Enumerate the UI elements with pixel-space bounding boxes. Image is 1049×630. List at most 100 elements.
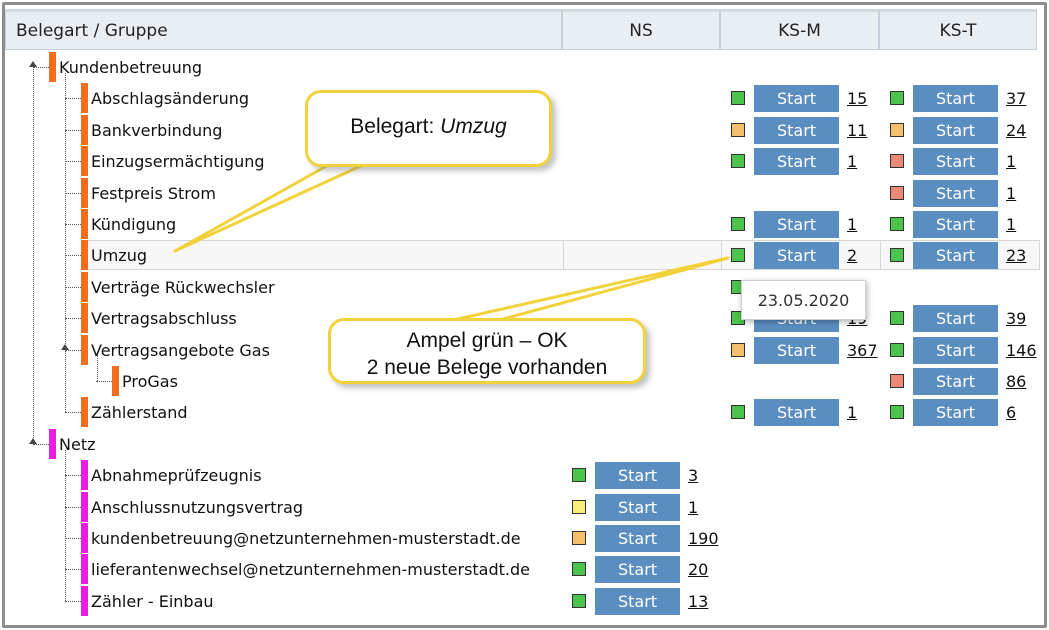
start-button[interactable]: Start [913, 85, 998, 113]
start-button[interactable]: Start [913, 211, 998, 238]
column-header-kst[interactable]: KS-T [879, 9, 1037, 50]
tree-connector [33, 443, 55, 445]
document-count-link[interactable]: 20 [688, 560, 709, 580]
document-count-link[interactable]: 2 [847, 246, 858, 266]
document-count-link[interactable]: 24 [1006, 120, 1027, 140]
start-button[interactable]: Start [595, 587, 680, 615]
tree-row[interactable]: kundenbetreuung@netzunternehmen-musterst… [0, 523, 1049, 553]
tooltip-text: 23.05.2020 [757, 291, 850, 310]
start-button[interactable]: Start [913, 179, 998, 207]
tree-row[interactable]: Zählerstand Start 1 Start 6 [0, 397, 1049, 428]
document-count-link[interactable]: 1 [1006, 183, 1017, 203]
tree-connector [65, 224, 87, 225]
start-button[interactable]: Start [754, 336, 839, 364]
document-count-link[interactable]: 190 [688, 529, 719, 548]
group-color-bar [81, 114, 88, 145]
tree-row[interactable]: VertragsabschlussStart19Start39 [0, 303, 1049, 334]
start-button[interactable]: Start [595, 462, 680, 490]
status-light-green-icon [572, 562, 586, 577]
group-color-bar [81, 554, 88, 585]
document-count-link[interactable]: 1 [847, 215, 858, 234]
start-button[interactable]: Start [754, 116, 839, 144]
tree-row[interactable]: Festpreis Strom Start 1 [0, 177, 1049, 208]
column-header-kst-label: KS-T [939, 20, 977, 41]
column-header-ksm[interactable]: KS-M [720, 9, 879, 50]
column-header-group[interactable]: Belegart / Gruppe [5, 9, 562, 50]
document-count-link[interactable]: 39 [1006, 309, 1027, 329]
tree-root-line [33, 62, 34, 444]
tree-connector [65, 569, 87, 571]
start-button[interactable]: Start [754, 211, 839, 238]
tree-group-row[interactable]: Kundenbetreuung [0, 52, 1049, 82]
group-color-bar [81, 240, 88, 271]
document-count-link[interactable]: 13 [688, 591, 709, 611]
document-count-link[interactable]: 1 [847, 152, 858, 172]
start-button[interactable]: Start [754, 399, 839, 427]
tree-row[interactable]: lieferantenwechsel@netzunternehmen-muste… [0, 554, 1049, 585]
tree-connector [96, 381, 118, 382]
group-color-bar [81, 303, 88, 334]
callout-ampel-line2: 2 neue Belege vorhanden [366, 356, 608, 379]
start-button[interactable]: Start [913, 368, 998, 395]
column-header-group-label: Belegart / Gruppe [16, 20, 168, 41]
start-button[interactable]: Start [595, 493, 680, 521]
tree-row-label: Bankverbindung [91, 120, 223, 140]
start-button[interactable]: Start [913, 399, 998, 427]
status-light-red-icon [890, 185, 904, 200]
tree-row-label: Kundenbetreuung [59, 58, 203, 77]
document-count-link[interactable]: 86 [1006, 372, 1027, 391]
start-button[interactable]: Start [913, 116, 998, 144]
tree-connector [65, 161, 87, 163]
document-count-link[interactable]: 367 [847, 340, 878, 360]
status-light-green-icon [890, 217, 904, 231]
group-color-bar [112, 366, 119, 396]
document-count-link[interactable]: 15 [847, 89, 868, 109]
document-count-link[interactable]: 3 [688, 466, 699, 486]
document-count-link[interactable]: 1 [1006, 215, 1017, 234]
document-count-link[interactable]: 23 [1006, 246, 1027, 266]
tree-row[interactable]: ProGas Start 86 [0, 366, 1049, 396]
start-button[interactable]: Start [754, 85, 839, 113]
tree-group-row[interactable]: Netz [0, 428, 1049, 459]
row-cell-separator [880, 240, 881, 271]
document-count-link[interactable]: 37 [1006, 89, 1027, 109]
start-button[interactable]: Start [913, 242, 998, 270]
start-button[interactable]: Start [754, 242, 839, 270]
document-count-link[interactable]: 1 [1006, 152, 1017, 172]
tree-row-label: Festpreis Strom [91, 183, 216, 203]
start-button[interactable]: Start [595, 556, 680, 584]
group-color-bar [81, 209, 88, 239]
status-light-green-icon [890, 311, 904, 326]
start-button[interactable]: Start [913, 305, 998, 333]
tree-branch-line-netz [65, 449, 66, 601]
tree-connector [65, 349, 87, 351]
document-count-link[interactable]: 6 [1006, 403, 1017, 423]
tree-row-label: Zählerstand [91, 403, 188, 423]
start-button[interactable]: Start [595, 525, 680, 552]
tree-row-label: ProGas [122, 372, 178, 391]
group-color-bar [81, 397, 88, 428]
document-count-link[interactable]: 11 [847, 120, 868, 140]
document-count-link[interactable]: 1 [688, 497, 699, 517]
status-light-green-icon [890, 405, 904, 420]
start-button[interactable]: Start [754, 148, 839, 176]
column-header-ns[interactable]: NS [562, 9, 720, 50]
start-button[interactable]: Start [913, 148, 998, 176]
group-color-bar [81, 460, 88, 491]
tree-connector [65, 412, 87, 414]
start-button[interactable]: Start [913, 336, 998, 364]
tree-branch-line-vertragsangebote [97, 355, 98, 381]
tree-row[interactable]: Verträge Rückwechsler [0, 271, 1049, 302]
status-light-orange-icon [731, 122, 745, 137]
tree-row[interactable]: Bankverbindung Start 11 Start 24 [0, 114, 1049, 145]
document-count-link[interactable]: 146 [1006, 340, 1037, 360]
document-count-link[interactable]: 1 [847, 403, 858, 423]
